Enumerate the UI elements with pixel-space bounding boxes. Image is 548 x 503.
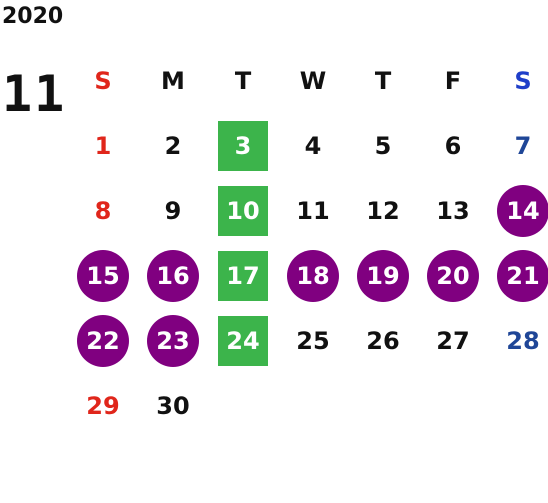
calendar-day-21[interactable]: 21	[488, 243, 548, 308]
day-number: 11	[296, 196, 330, 225]
calendar-day-5[interactable]: 5	[348, 113, 418, 178]
day-number: 28	[506, 326, 540, 355]
calendar-day-12[interactable]: 12	[348, 178, 418, 243]
day-number: 20	[436, 261, 470, 290]
calendar-day-18[interactable]: 18	[278, 243, 348, 308]
day-number: 23	[156, 326, 190, 355]
calendar-day-9[interactable]: 9	[138, 178, 208, 243]
weekday-header-sat: S	[514, 66, 532, 95]
calendar-day-6[interactable]: 6	[418, 113, 488, 178]
calendar-day-22[interactable]: 22	[68, 308, 138, 373]
day-number: 22	[86, 326, 120, 355]
calendar-day-10[interactable]: 10	[208, 178, 278, 243]
calendar-day-13[interactable]: 13	[418, 178, 488, 243]
day-number: 5	[374, 131, 392, 160]
day-number: 9	[164, 196, 182, 225]
calendar-day-23[interactable]: 23	[138, 308, 208, 373]
year-label: 2020	[2, 4, 64, 29]
day-number: 12	[366, 196, 400, 225]
day-number: 21	[506, 261, 540, 290]
calendar-day-15[interactable]: 15	[68, 243, 138, 308]
calendar-day-8[interactable]: 8	[68, 178, 138, 243]
day-number: 26	[366, 326, 400, 355]
calendar-day-29[interactable]: 29	[68, 373, 138, 438]
day-number: 7	[514, 131, 532, 160]
calendar-day-27[interactable]: 27	[418, 308, 488, 373]
day-number: 10	[226, 196, 260, 225]
calendar-day-16[interactable]: 16	[138, 243, 208, 308]
day-number: 17	[226, 261, 260, 290]
day-number: 30	[156, 391, 190, 420]
weekday-header-fri: F	[444, 66, 462, 95]
calendar-day-25[interactable]: 25	[278, 308, 348, 373]
day-number: 6	[444, 131, 462, 160]
calendar-day-24[interactable]: 24	[208, 308, 278, 373]
weekday-header-thu: T	[374, 66, 392, 95]
calendar-day-7[interactable]: 7	[488, 113, 548, 178]
day-number: 3	[234, 131, 252, 160]
calendar-day-11[interactable]: 11	[278, 178, 348, 243]
month-number: 11	[2, 65, 67, 123]
calendar-day-1[interactable]: 1	[68, 113, 138, 178]
calendar-day-30[interactable]: 30	[138, 373, 208, 438]
day-number: 14	[506, 196, 540, 225]
weekday-header-wed: W	[299, 66, 327, 95]
day-number: 24	[226, 326, 260, 355]
day-number: 15	[86, 261, 120, 290]
calendar-day-17[interactable]: 17	[208, 243, 278, 308]
calendar-day-2[interactable]: 2	[138, 113, 208, 178]
calendar-day-19[interactable]: 19	[348, 243, 418, 308]
day-number: 4	[304, 131, 322, 160]
weekday-header-mon: M	[161, 66, 185, 95]
day-number: 1	[94, 131, 112, 160]
calendar-day-4[interactable]: 4	[278, 113, 348, 178]
day-number: 27	[436, 326, 470, 355]
calendar-day-28[interactable]: 28	[488, 308, 548, 373]
weekday-header-tue: T	[234, 66, 252, 95]
day-number: 13	[436, 196, 470, 225]
day-number: 18	[296, 261, 330, 290]
calendar-day-3[interactable]: 3	[208, 113, 278, 178]
day-number: 29	[86, 391, 120, 420]
day-number: 16	[156, 261, 190, 290]
day-number: 8	[94, 196, 112, 225]
calendar-day-20[interactable]: 20	[418, 243, 488, 308]
calendar-day-14[interactable]: 14	[488, 178, 548, 243]
calendar-day-26[interactable]: 26	[348, 308, 418, 373]
weekday-header-sun: S	[94, 66, 112, 95]
day-number: 25	[296, 326, 330, 355]
day-number: 2	[164, 131, 182, 160]
day-number: 19	[366, 261, 400, 290]
